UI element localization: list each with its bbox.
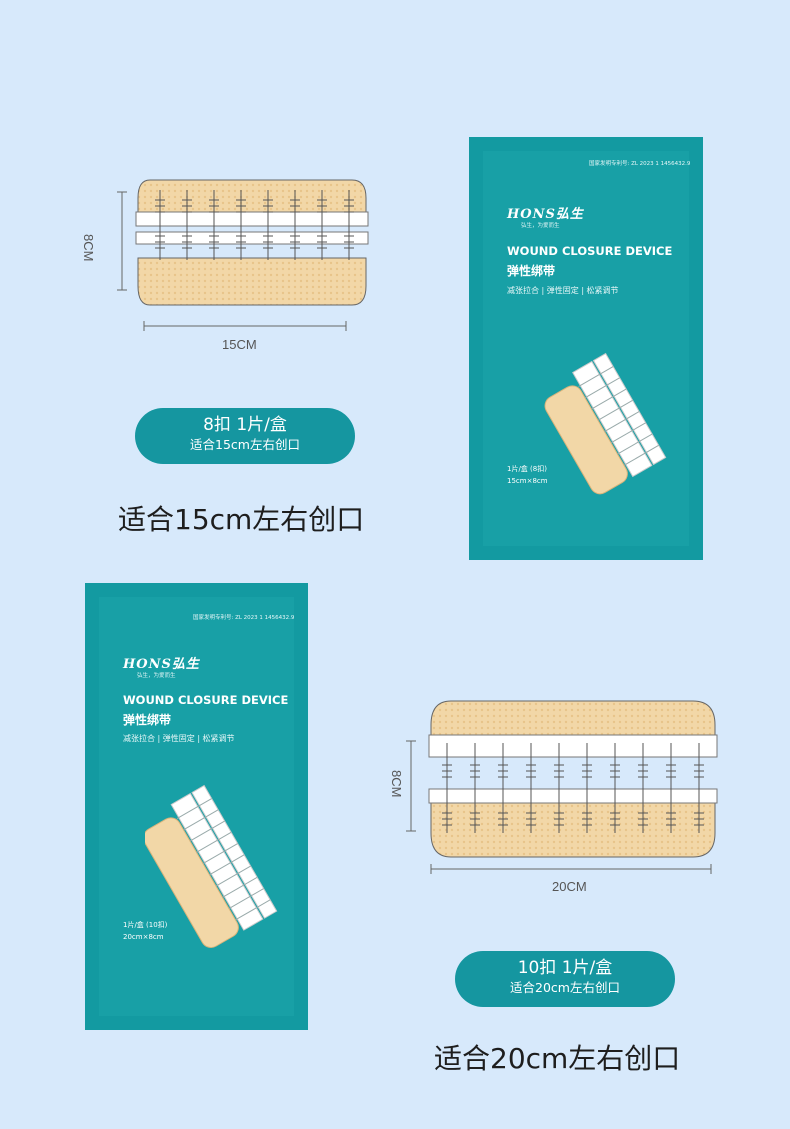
product2-pill-line2: 适合20cm左右创口 [510, 980, 620, 995]
package-title-en: WOUND CLOSURE DEVICE [507, 244, 673, 258]
product1-height-label: 8CM [81, 234, 96, 262]
package-patent: 国家发明专利号: ZL 2023 1 1456432.9 [193, 615, 295, 621]
package-title-cn: 弹性绑带 [507, 264, 556, 278]
brand-logo: HONS弘生 [123, 657, 200, 672]
product2-caption: 适合20cm左右创口 [434, 1042, 681, 1075]
package-features: 减张拉合 | 弹性固定 | 松紧调节 [507, 286, 619, 295]
product1-spec-pill: 8扣 1片/盒 适合15cm左右创口 [135, 408, 355, 464]
product1-package: 国家发明专利号: ZL 2023 1 1456432.9 HONS弘生 弘生，为… [469, 137, 703, 560]
product1-width-label: 15CM [222, 337, 257, 352]
brand-slogan: 弘生，为爱而生 [521, 223, 560, 229]
brand-slogan: 弘生，为爱而生 [137, 673, 176, 679]
brand-logo: HONS弘生 [507, 207, 584, 222]
package-size: 15cm×8cm [507, 477, 548, 485]
product2-package: 国家发明专利号: ZL 2023 1 1456432.9 HONS弘生 弘生，为… [85, 583, 308, 1030]
package-features: 减张拉合 | 弹性固定 | 松紧调节 [123, 734, 235, 743]
product2-pill-line1: 10扣 1片/盒 [517, 958, 613, 978]
package-qty: 1片/盒 (10扣) [123, 921, 168, 929]
product2-width-label: 20CM [552, 879, 587, 894]
product1-pill-line1: 8扣 1片/盒 [203, 415, 287, 435]
package-size: 20cm×8cm [123, 933, 164, 941]
product2-height-label: 8CM [389, 770, 404, 798]
package-patent: 国家发明专利号: ZL 2023 1 1456432.9 [589, 161, 691, 167]
product1-caption: 适合15cm左右创口 [118, 503, 365, 536]
package-device-image [544, 352, 667, 495]
package-qty: 1片/盒 (8扣) [507, 465, 547, 473]
package-device-image [145, 784, 278, 948]
product2-device-illustration [406, 700, 718, 874]
product2-spec-pill: 10扣 1片/盒 适合20cm左右创口 [455, 951, 675, 1007]
product1-device-illustration [117, 179, 369, 331]
package-title-en: WOUND CLOSURE DEVICE [123, 693, 289, 707]
product1-pill-line2: 适合15cm左右创口 [190, 437, 300, 452]
package-title-cn: 弹性绑带 [123, 713, 172, 727]
